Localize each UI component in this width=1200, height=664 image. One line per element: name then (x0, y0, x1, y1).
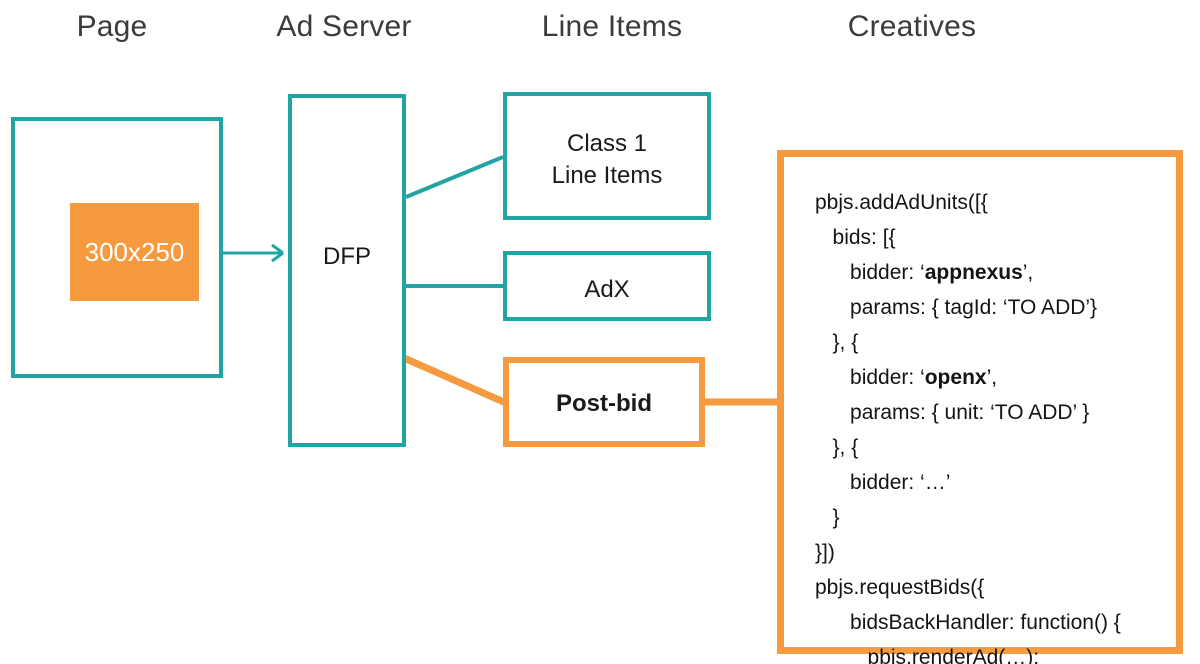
ad-server-label: DFP (323, 243, 371, 270)
line-item-class1-label-line2: Line Items (551, 162, 663, 189)
connector-dfp-to-class1 (405, 155, 504, 199)
line-item-box-postbid[interactable]: Post-bid (503, 357, 705, 447)
code-line: params: { tagId: ‘TO ADD’} (850, 296, 1098, 319)
ad-slot-label: 300x250 (84, 236, 185, 267)
code-line: bidder: ‘…’ (850, 471, 951, 494)
creatives-code-box[interactable]: pbjs.addAdUnits([{ bids: [{ bidder: ‘app… (777, 150, 1183, 664)
ad-server-box-dfp[interactable]: DFP (288, 94, 406, 447)
column-header-page: Page (76, 10, 148, 43)
code-line: bidder: ‘openx’, (850, 366, 998, 389)
column-header-line-items: Line Items (541, 10, 683, 43)
line-item-postbid-label: Post-bid (556, 390, 652, 417)
code-line: bids: [{ (832, 226, 896, 249)
line-item-box-class1[interactable]: Class 1 Line Items (503, 92, 711, 220)
code-line: }, { (832, 436, 859, 459)
line-item-box-adx[interactable]: AdX (503, 251, 711, 321)
code-line: bidder: ‘appnexus’, (850, 261, 1034, 284)
code-line: }, { (832, 331, 859, 354)
column-header-creatives: Creatives (847, 10, 977, 43)
code-line: pbjs.addAdUnits([{ (815, 191, 988, 214)
code-line: params: { unit: ‘TO ADD’ } (850, 401, 1090, 424)
line-item-class1-label-line1: Class 1 (566, 130, 648, 157)
connector-dfp-to-postbid (402, 354, 508, 407)
code-line: pbjs.requestBids({ (815, 576, 985, 599)
ad-slot-300x250[interactable]: 300x250 (70, 203, 199, 301)
code-line: bidsBackHandler: function() { (850, 611, 1121, 634)
creatives-code-text: pbjs.addAdUnits([{ bids: [{ bidder: ‘app… (815, 185, 1121, 664)
line-item-adx-label: AdX (584, 276, 630, 303)
column-header-ad-server: Ad Server (276, 10, 412, 43)
code-line: pbjs.renderAd(…); (867, 646, 1040, 664)
code-line: }]) (815, 541, 835, 564)
code-line: } (832, 506, 840, 529)
